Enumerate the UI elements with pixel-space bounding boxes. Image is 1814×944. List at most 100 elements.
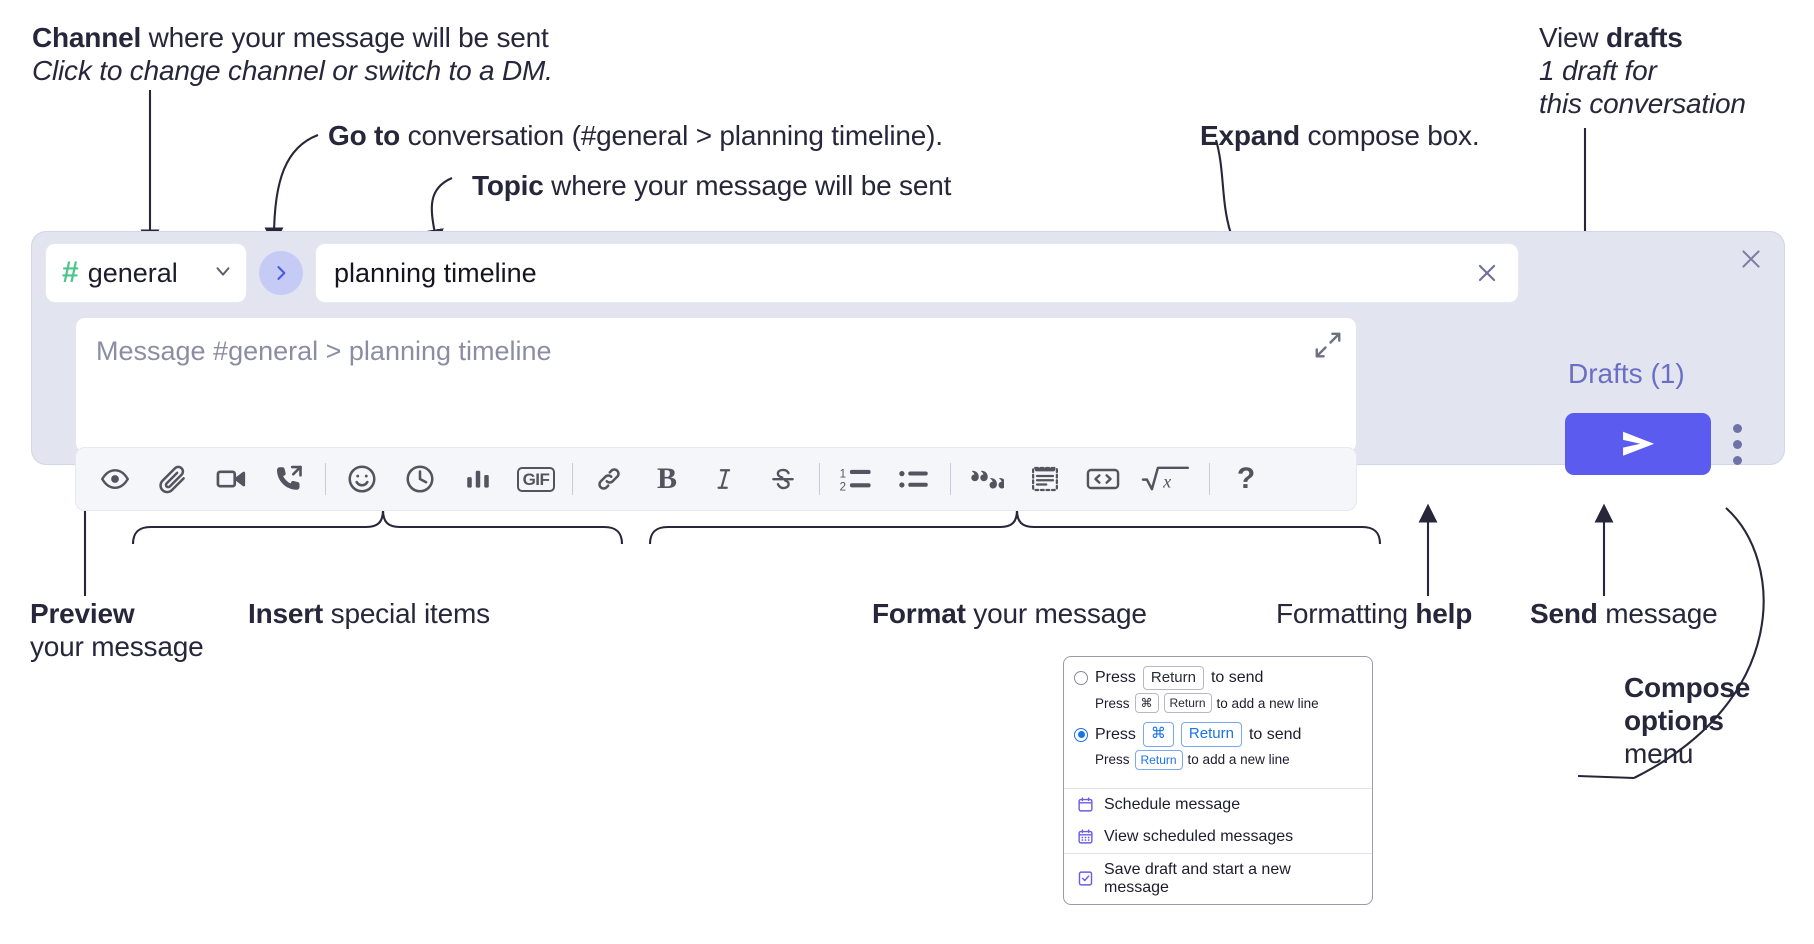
more-options-icon (1732, 423, 1742, 433)
menu-item-view-scheduled[interactable]: View scheduled messages (1064, 821, 1372, 853)
annotation-channel-bold: Channel (32, 22, 142, 53)
annotation-compose-bold1: Compose (1624, 672, 1751, 703)
send-button[interactable] (1565, 413, 1711, 475)
annotation-compose-options: Compose options menu (1624, 672, 1750, 770)
preview-button[interactable] (92, 456, 138, 502)
annotation-insert: Insert special items (248, 598, 490, 631)
annotation-insert-rest: special items (323, 598, 490, 629)
toolbar-separator (572, 463, 573, 495)
topic-clear-button[interactable] (1470, 256, 1504, 290)
drafts-link[interactable]: Drafts (1) (1568, 358, 1685, 389)
compose-options-button[interactable] (1724, 417, 1750, 471)
annotation-channel-rest: where your message will be sent (141, 22, 549, 53)
huddle-button[interactable] (266, 456, 312, 502)
code-block-icon (1032, 466, 1058, 492)
annotation-format: Format your message (872, 598, 1147, 631)
gif-button[interactable]: GIF (513, 456, 559, 502)
annotation-drafts-sub2: this conversation (1539, 87, 1746, 119)
annotation-insert-bold: Insert (248, 598, 324, 629)
annotation-compose-bold2: options (1624, 704, 1724, 736)
option1-pre: Press (1095, 669, 1136, 687)
compose-header-row: # general planning timeline (46, 244, 1518, 302)
menu-item-label: Schedule message (1104, 795, 1241, 813)
formatting-toolbar: GIF B (76, 448, 1356, 510)
bulleted-list-button[interactable] (891, 456, 937, 502)
annotation-topic: Topic where your message will be sent (472, 170, 951, 203)
goto-conversation-button[interactable] (259, 251, 303, 295)
annotation-preview-line2: your message (30, 630, 204, 662)
poll-button[interactable] (455, 456, 501, 502)
annotation-topic-rest: where your message will be sent (543, 170, 952, 201)
gif-icon: GIF (516, 466, 556, 492)
message-editor[interactable]: Message #general > planning timeline (76, 318, 1356, 452)
annotation-goto-rest: conversation (#general > planning timeli… (400, 120, 943, 151)
toolbar-separator (950, 463, 951, 495)
annotation-formatting-help: Formatting help (1276, 598, 1472, 631)
option2-key2: Return (1180, 722, 1242, 747)
annotation-goto-bold: Go to (328, 120, 401, 151)
huddle-icon (277, 465, 302, 490)
svg-text:1: 1 (840, 468, 846, 480)
panel-close-button[interactable] (1734, 242, 1768, 276)
poll-icon (467, 470, 489, 488)
chevron-down-icon (212, 260, 234, 287)
annotation-format-bold: Format (872, 598, 966, 629)
expand-compose-button[interactable] (1313, 330, 1343, 360)
channel-selector[interactable]: # general (46, 244, 246, 302)
radio-icon[interactable] (1074, 671, 1088, 686)
strikethrough-button[interactable] (760, 456, 806, 502)
option2-key1: ⌘ (1142, 722, 1174, 747)
annotation-send-bold: Send (1530, 598, 1598, 629)
annotation-drafts-sub1: 1 draft for (1539, 54, 1657, 86)
italic-button[interactable] (702, 456, 748, 502)
annotation-channel: Channel where your message will be sent … (32, 22, 553, 88)
blockquote-button[interactable] (964, 456, 1010, 502)
calendar-icon (1076, 796, 1094, 814)
video-icon (216, 470, 246, 488)
video-button[interactable] (208, 456, 254, 502)
code-block-button[interactable] (1022, 456, 1068, 502)
emoji-button[interactable] (339, 456, 385, 502)
annotation-format-rest: your message (965, 598, 1147, 629)
code-button[interactable] (1080, 456, 1126, 502)
bold-button[interactable]: B (644, 456, 690, 502)
option2-hint-post: to add a new line (1187, 752, 1290, 768)
toolbar-separator (325, 463, 326, 495)
bulleted-list-icon (899, 471, 928, 488)
menu-divider (1064, 787, 1372, 789)
annotation-preview: Preview your message (30, 598, 204, 664)
option1-hint-key2: Return (1163, 693, 1212, 714)
hash-icon: # (62, 256, 79, 289)
send-paper-plane-icon (1623, 431, 1655, 456)
option2-hint-pre: Press (1095, 752, 1130, 768)
annotation-topic-bold: Topic (472, 170, 544, 201)
send-option-cmd-return[interactable]: Press ⌘ Return to send (1074, 722, 1360, 747)
more-options-icon (1732, 439, 1742, 449)
link-button[interactable] (586, 456, 632, 502)
menu-item-save-draft[interactable]: Save draft and start a new message (1064, 854, 1372, 904)
topic-value: planning timeline (334, 257, 537, 288)
attachment-button[interactable] (150, 456, 196, 502)
schedule-button[interactable] (397, 456, 443, 502)
send-option-return[interactable]: Press Return to send (1074, 666, 1360, 691)
option2-hint-key: Return (1134, 749, 1183, 770)
preview-icon (100, 469, 130, 489)
annotation-channel-sub: Click to change channel or switch to a D… (32, 54, 553, 86)
ordered-list-button[interactable]: 1 2 (833, 456, 879, 502)
annotation-send: Send message (1530, 598, 1718, 631)
topic-input[interactable]: planning timeline (316, 244, 1518, 302)
latex-icon: x (1141, 466, 1190, 492)
close-icon (1742, 250, 1760, 268)
option1-key: Return (1142, 666, 1204, 691)
radio-icon-selected[interactable] (1074, 727, 1088, 742)
annotation-expand-bold: Expand (1200, 120, 1300, 151)
close-icon (1478, 264, 1496, 282)
calendar-grid-icon (1076, 828, 1094, 846)
menu-item-schedule-message[interactable]: Schedule message (1064, 789, 1372, 821)
link-icon (598, 468, 620, 490)
annotation-drafts-rest: View (1539, 22, 1606, 53)
latex-button[interactable]: x (1138, 456, 1196, 502)
send-option-cmd-return-hint: Press Return to add a new line (1074, 749, 1360, 770)
annotation-goto: Go to conversation (#general > planning … (328, 120, 943, 153)
formatting-help-button[interactable]: ? (1223, 456, 1269, 502)
